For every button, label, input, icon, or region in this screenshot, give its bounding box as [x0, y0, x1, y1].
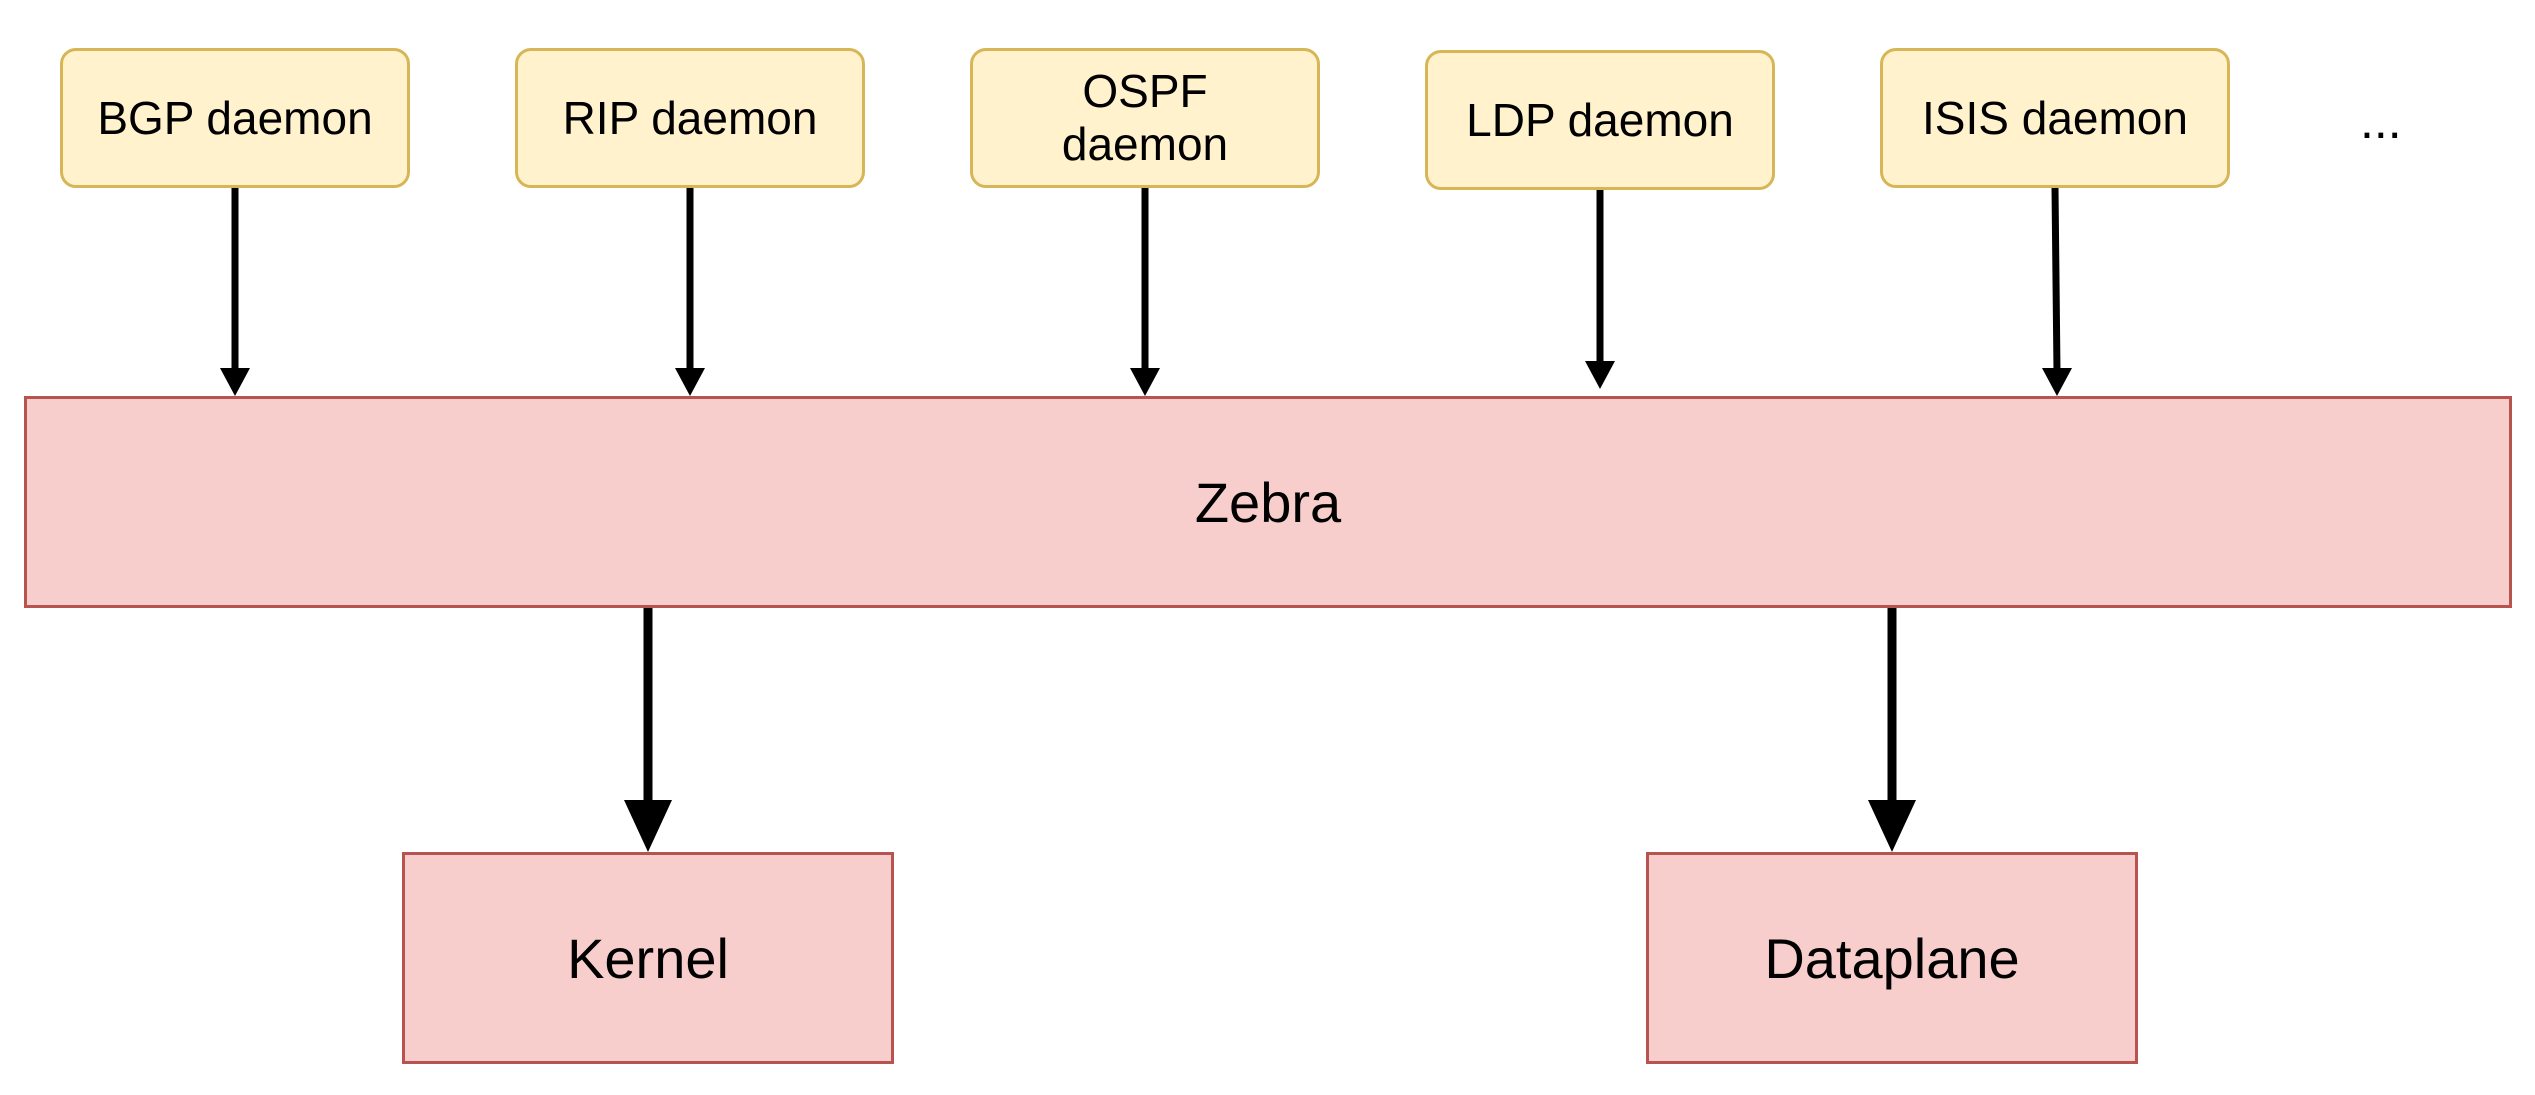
- dataplane-label: Dataplane: [1764, 926, 2020, 990]
- ldp-daemon-label: LDP daemon: [1466, 93, 1734, 146]
- bgp-daemon-box: BGP daemon: [60, 48, 410, 188]
- kernel-label: Kernel: [567, 926, 729, 990]
- isis-daemon-label: ISIS daemon: [1922, 91, 2188, 144]
- arrow-ospf-to-zebra: [1130, 188, 1160, 396]
- ospf-daemon-box: OSPF daemon: [970, 48, 1320, 188]
- zebra-box: Zebra: [24, 396, 2512, 608]
- ldp-daemon-box: LDP daemon: [1425, 50, 1775, 190]
- arrow-isis-to-zebra: [2042, 187, 2072, 396]
- dataplane-box: Dataplane: [1646, 852, 2138, 1064]
- arrow-rip-to-zebra: [675, 188, 705, 396]
- arrow-zebra-to-dataplane: [1868, 608, 1916, 852]
- arrow-bgp-to-zebra: [220, 188, 250, 396]
- rip-daemon-label: RIP daemon: [562, 91, 818, 144]
- ospf-daemon-label: OSPF daemon: [1061, 65, 1229, 170]
- more-daemons-ellipsis: ...: [2360, 93, 2402, 149]
- arrow-zebra-to-kernel: [624, 608, 672, 852]
- isis-daemon-box: ISIS daemon: [1880, 48, 2230, 188]
- rip-daemon-box: RIP daemon: [515, 48, 865, 188]
- kernel-box: Kernel: [402, 852, 894, 1064]
- arrow-ldp-to-zebra: [1585, 190, 1615, 389]
- bgp-daemon-label: BGP daemon: [97, 91, 373, 144]
- zebra-label: Zebra: [1194, 470, 1342, 534]
